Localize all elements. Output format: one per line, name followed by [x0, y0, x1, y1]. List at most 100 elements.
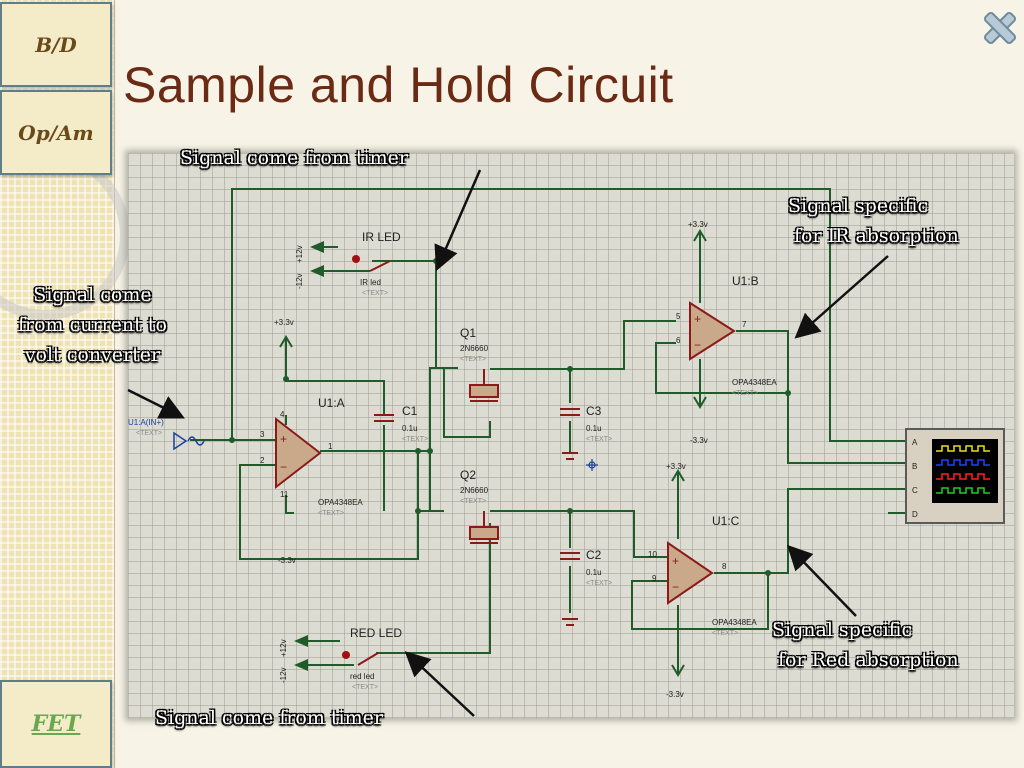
svg-text:U1:A(IN+): U1:A(IN+) — [128, 418, 164, 427]
svg-text:<TEXT>: <TEXT> — [586, 436, 612, 443]
junctions — [229, 258, 791, 576]
close-x-icon — [983, 11, 1017, 45]
svg-text:10: 10 — [648, 550, 657, 559]
annotation-current-converter: Signal come from current to volt convert… — [18, 280, 167, 370]
svg-text:3: 3 — [260, 430, 265, 439]
annotation-timer-bottom: Signal come from timer — [155, 707, 383, 729]
svg-text:U1:B: U1:B — [732, 274, 759, 288]
svg-text:IR led: IR led — [360, 278, 381, 287]
svg-text:<TEXT>: <TEXT> — [318, 510, 344, 517]
svg-text:−: − — [672, 580, 679, 594]
svg-text:Q1: Q1 — [460, 326, 476, 340]
capacitor-c2: C2 0.1u <TEXT> — [560, 548, 612, 626]
svg-text:-3.3v: -3.3v — [690, 436, 708, 445]
svg-text:<TEXT>: <TEXT> — [732, 390, 758, 397]
annotation-current-line3: volt converter — [24, 344, 161, 366]
annotation-red-line2: for Red absorption — [778, 649, 959, 671]
annotation-red: Signal specific for Red absorption — [772, 615, 959, 675]
svg-text:-3.3v: -3.3v — [278, 556, 296, 565]
svg-text:D: D — [912, 510, 918, 519]
svg-text:<TEXT>: <TEXT> — [460, 356, 486, 363]
svg-text:−: − — [280, 460, 287, 474]
annotation-ir: Signal specific for IR absorption — [788, 191, 959, 251]
svg-text:+3.3v: +3.3v — [666, 462, 686, 471]
svg-text:0.1u: 0.1u — [402, 424, 418, 433]
svg-text:4: 4 — [280, 410, 285, 419]
input-source: U1:A(IN+) <TEXT> — [128, 418, 205, 451]
close-button[interactable] — [980, 8, 1020, 48]
ir-led: IR LED IR led <TEXT> +12v -12v — [295, 230, 401, 297]
svg-text:6: 6 — [676, 336, 681, 345]
svg-text:+12v: +12v — [279, 639, 288, 657]
svg-text:+: + — [694, 312, 701, 326]
page-title: Sample and Hold Circuit — [123, 57, 674, 113]
opamp-u1c: + − U1:C OPA4348EA <TEXT> — [667, 514, 757, 637]
svg-text:U1:C: U1:C — [712, 514, 740, 528]
svg-text:C1: C1 — [402, 404, 418, 418]
svg-text:7: 7 — [742, 320, 747, 329]
capacitor-c1: C1 0.1u <TEXT> — [374, 404, 428, 443]
svg-text:B: B — [912, 462, 917, 471]
transistor-q1: Q1 2N6660 <TEXT> — [460, 326, 499, 402]
svg-text:RED LED: RED LED — [350, 626, 402, 640]
svg-text:C: C — [912, 486, 918, 495]
svg-text:-12v: -12v — [295, 273, 304, 289]
svg-text:Q2: Q2 — [460, 468, 476, 482]
svg-text:<TEXT>: <TEXT> — [586, 580, 612, 587]
svg-text:−: − — [694, 338, 701, 352]
opamp-u1a: + − U1:A OPA4348EA <TEXT> — [275, 396, 363, 517]
oscilloscope: A B C D — [905, 428, 1005, 524]
svg-text:9: 9 — [652, 574, 657, 583]
transistor-q2: Q2 2N6660 <TEXT> — [460, 468, 499, 544]
annotation-red-line1: Signal specific — [772, 619, 913, 641]
svg-text:2N6660: 2N6660 — [460, 344, 489, 353]
annotation-ir-line2: for IR absorption — [794, 225, 959, 247]
svg-text:-12v: -12v — [279, 667, 288, 683]
annotation-timer-top: Signal come from timer — [180, 147, 408, 169]
svg-text:8: 8 — [722, 562, 727, 571]
nav-button-bd[interactable]: B/D — [0, 2, 112, 87]
svg-text:<TEXT>: <TEXT> — [362, 290, 388, 297]
svg-text:+3.3v: +3.3v — [274, 318, 294, 327]
svg-text:C3: C3 — [586, 404, 602, 418]
sidebar: B/D Op/Am FET — [0, 0, 130, 768]
svg-text:<TEXT>: <TEXT> — [712, 630, 738, 637]
svg-text:+: + — [280, 432, 287, 446]
nav-button-opam-label: Op/Am — [18, 120, 94, 145]
nav-button-bd-label: B/D — [35, 32, 77, 57]
svg-text:IR LED: IR LED — [362, 230, 401, 244]
schematic-canvas: + − U1:A OPA4348EA <TEXT> + − U1:B OPA43… — [128, 153, 1014, 718]
svg-text:red led: red led — [350, 672, 374, 681]
svg-text:C2: C2 — [586, 548, 602, 562]
svg-text:<TEXT>: <TEXT> — [460, 498, 486, 505]
svg-text:<TEXT>: <TEXT> — [136, 430, 162, 437]
nav-button-fet-label: FET — [31, 711, 81, 737]
svg-text:+3.3v: +3.3v — [688, 220, 708, 229]
svg-text:OPA4348EA: OPA4348EA — [318, 498, 363, 507]
supply-labels: +3.3v -3.3v +3.3v -3.3v +3.3v -3.3v — [274, 220, 708, 699]
nav-button-opam[interactable]: Op/Am — [0, 90, 112, 175]
svg-text:A: A — [912, 438, 918, 447]
svg-text:5: 5 — [676, 312, 681, 321]
pin-numbers: 3 2 4 11 1 5 6 7 10 9 8 — [260, 312, 747, 583]
svg-text:2N6660: 2N6660 — [460, 486, 489, 495]
nav-button-fet[interactable]: FET — [0, 680, 112, 768]
annotation-current-line2: from current to — [18, 314, 167, 336]
annotation-ir-line1: Signal specific — [788, 195, 929, 217]
svg-text:0.1u: 0.1u — [586, 568, 602, 577]
svg-text:-3.3v: -3.3v — [666, 690, 684, 699]
svg-text:+: + — [672, 554, 679, 568]
capacitor-c3: C3 0.1u <TEXT> — [560, 404, 612, 460]
red-led: RED LED red led <TEXT> +12v -12v — [279, 626, 402, 691]
svg-text:1: 1 — [328, 442, 333, 451]
circuit-schematic: + − U1:A OPA4348EA <TEXT> + − U1:B OPA43… — [128, 188, 1005, 699]
svg-text:0.1u: 0.1u — [586, 424, 602, 433]
svg-text:U1:A: U1:A — [318, 396, 345, 410]
svg-text:OPA4348EA: OPA4348EA — [732, 378, 777, 387]
svg-text:<TEXT>: <TEXT> — [402, 436, 428, 443]
supply-symbols — [279, 229, 707, 677]
svg-text:+12v: +12v — [295, 245, 304, 263]
svg-text:2: 2 — [260, 456, 265, 465]
opamp-u1b: + − U1:B OPA4348EA <TEXT> — [689, 274, 777, 397]
